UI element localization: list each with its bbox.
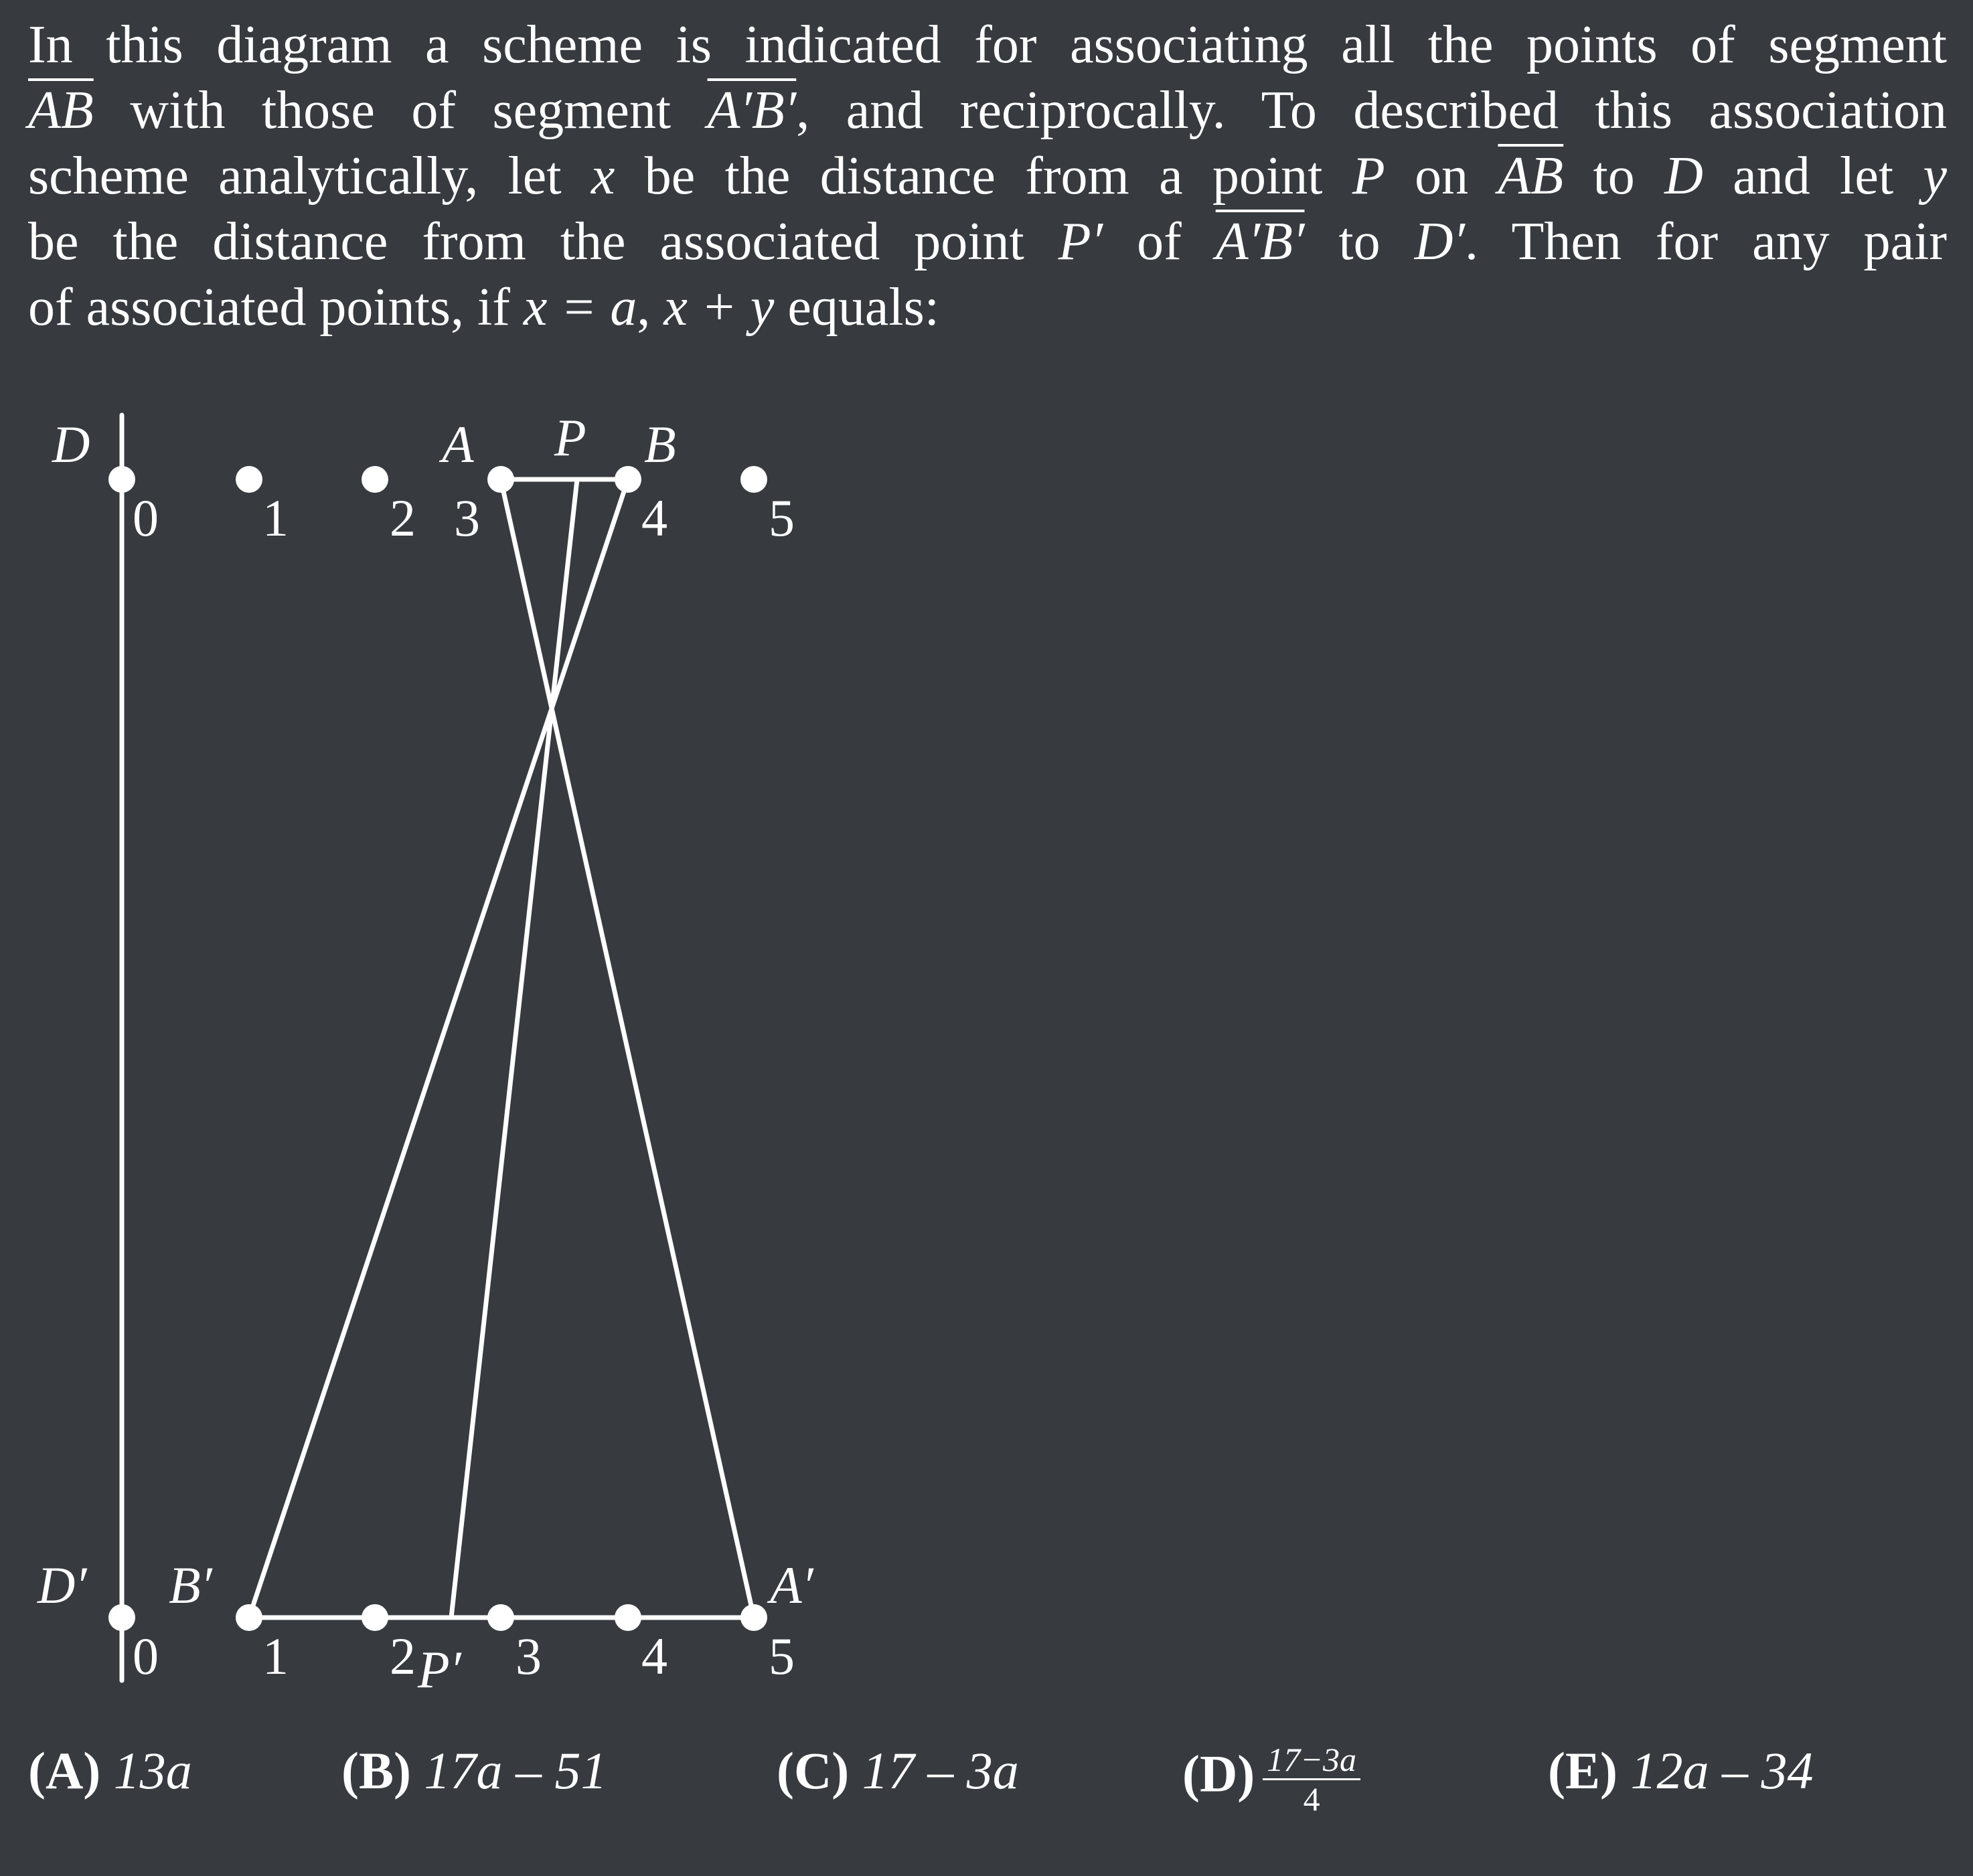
bottom-point-d-prime [108, 1604, 135, 1631]
problem-line-3: scheme analytically, let x be the distan… [28, 147, 1948, 206]
top-point-a [487, 466, 514, 493]
answer-choices: (A) 13a (B) 17a – 51 (C) 17 – 3a (D)17−3… [28, 1741, 1947, 1821]
top-point-b [615, 466, 641, 493]
top-tick-5: 5 [769, 489, 795, 547]
bottom-point-3 [487, 1604, 514, 1631]
choice-e[interactable]: (E) 12a – 34 [1548, 1741, 1814, 1800]
problem-text: In this diagram a scheme is indicated fo… [28, 12, 1947, 340]
bottom-tick-2: 2 [390, 1627, 416, 1685]
problem-line-4: be the distance from the associated poin… [28, 212, 1948, 271]
top-tick-0: 0 [133, 489, 159, 547]
problem-line-2: AB with those of segment A′B′, and recip… [28, 81, 1947, 140]
problem-line-1: In this diagram a scheme is indicated fo… [28, 15, 1947, 74]
top-point-0 [108, 466, 135, 493]
segment-ab: AB [28, 81, 94, 140]
label-d-prime: D′ [37, 1556, 88, 1614]
choice-b[interactable]: (B) 17a – 51 [341, 1741, 607, 1800]
bottom-tick-5: 5 [769, 1627, 795, 1685]
bottom-tick-3: 3 [516, 1627, 542, 1685]
top-tick-4: 4 [641, 489, 667, 547]
bottom-point-a-prime [740, 1604, 767, 1631]
label-p: P [554, 408, 586, 467]
label-b-prime: B′ [169, 1556, 214, 1614]
label-d: D [52, 415, 90, 473]
top-tick-1: 1 [262, 489, 289, 547]
line-b-to-b-prime [246, 477, 631, 1620]
bottom-tick-4: 4 [641, 1627, 667, 1685]
top-tick-2: 2 [390, 489, 416, 547]
top-point-5 [740, 466, 767, 493]
bottom-point-4 [615, 1604, 641, 1631]
bottom-point-b-prime [236, 1604, 262, 1631]
top-point-1 [236, 466, 262, 493]
bottom-tick-0: 0 [133, 1627, 159, 1685]
label-a: A [439, 415, 474, 473]
top-tick-3: 3 [454, 489, 480, 547]
line-p-to-p-prime [449, 477, 580, 1620]
choice-c[interactable]: (C) 17 – 3a [777, 1741, 1019, 1800]
label-b: B [644, 415, 676, 473]
problem-line-5: of associated points, if x = a, x + y eq… [28, 278, 939, 337]
bottom-tick-1: 1 [262, 1627, 289, 1685]
line-a-to-a-prime [498, 477, 757, 1620]
choice-a[interactable]: (A) 13a [28, 1741, 192, 1800]
segment-a-prime-b-prime: A′B′ [1215, 212, 1305, 271]
bottom-point-2 [362, 1604, 388, 1631]
label-a-prime: A′ [767, 1556, 815, 1614]
segment-ab: AB [1498, 147, 1564, 206]
top-point-2 [362, 466, 388, 493]
label-p-prime: P′ [417, 1640, 463, 1699]
segment-a-prime-b-prime: A′B′ [707, 81, 797, 140]
